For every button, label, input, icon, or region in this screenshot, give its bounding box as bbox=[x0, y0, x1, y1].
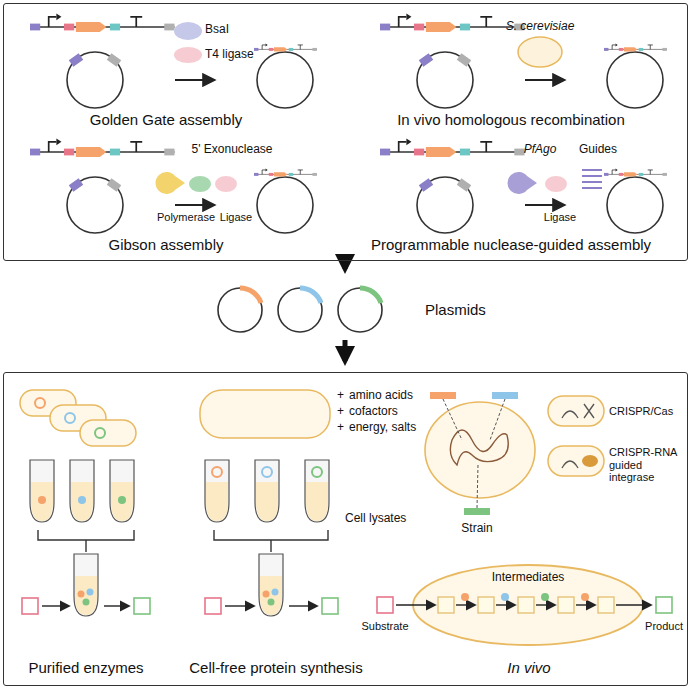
label: PfAgo bbox=[524, 143, 557, 157]
label: Intermediates bbox=[492, 571, 565, 585]
panel-title: In vivo homologous recombination bbox=[397, 111, 625, 128]
label: energy, salts bbox=[349, 421, 416, 435]
label: Cell lysates bbox=[345, 512, 406, 526]
flow-arrow bbox=[343, 340, 348, 361]
label: + bbox=[337, 405, 344, 419]
panel-title: In vivo bbox=[507, 659, 550, 676]
panel-title: Cell-free protein synthesis bbox=[189, 659, 362, 676]
label: Strain bbox=[461, 522, 492, 536]
panel-box: Purified enzymes Cell-free protein synthe… bbox=[3, 372, 688, 686]
panel-box: Golden Gate assembly In vivo homologous r… bbox=[3, 3, 688, 261]
label: Polymerase bbox=[157, 211, 215, 224]
label: T4 ligase bbox=[205, 48, 254, 62]
label: Substrate bbox=[361, 620, 408, 633]
label: BsaI bbox=[205, 23, 229, 37]
panel-title: Plasmids bbox=[425, 301, 486, 318]
panel-title: Purified enzymes bbox=[28, 659, 143, 676]
panel-title: Golden Gate assembly bbox=[90, 111, 243, 128]
label: Product bbox=[645, 620, 683, 633]
label: Ligase bbox=[544, 211, 576, 224]
label: CRISPR-RNA guided integrase bbox=[609, 446, 685, 484]
label: + bbox=[337, 421, 344, 435]
label: 5' Exonuclease bbox=[191, 143, 272, 157]
label: amino acids bbox=[349, 389, 413, 403]
flow-arrow bbox=[343, 261, 348, 269]
label: CRISPR/Cas bbox=[609, 405, 673, 418]
label: Ligase bbox=[220, 211, 252, 224]
label: cofactors bbox=[349, 405, 398, 419]
panel-title: Gibson assembly bbox=[108, 236, 223, 253]
panel-title: Programmable nuclease-guided assembly bbox=[371, 236, 651, 253]
label: Guides bbox=[579, 143, 617, 157]
label: S. cerevisiae bbox=[506, 20, 575, 34]
plasmid-group: Plasmids bbox=[195, 280, 495, 340]
label: + bbox=[337, 389, 344, 403]
